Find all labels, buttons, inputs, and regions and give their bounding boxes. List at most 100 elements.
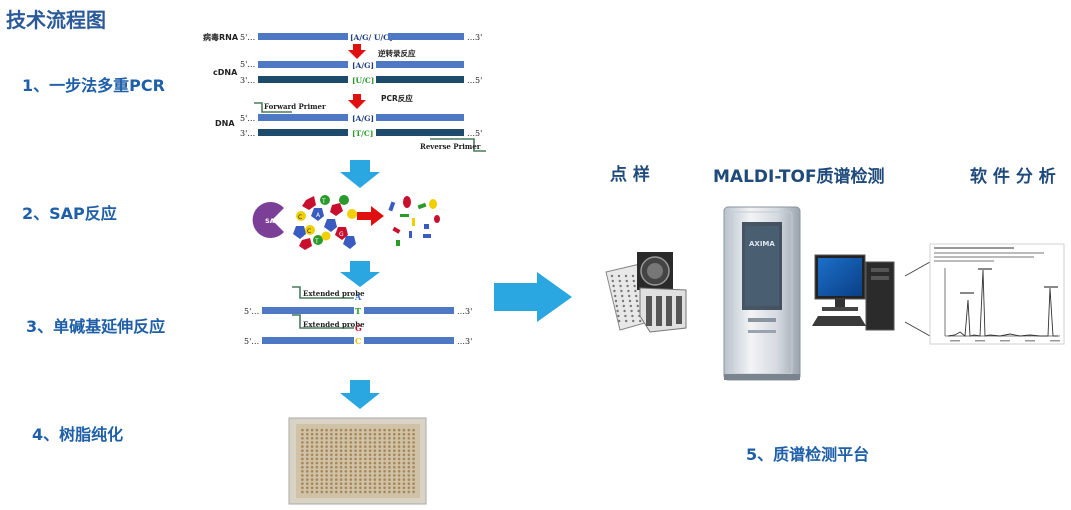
resin-well [373,445,377,448]
resin-well [383,453,386,457]
svg-text:G: G [339,231,344,238]
resin-well [349,490,353,494]
resin-well [325,486,328,490]
resin-well [354,449,357,453]
resin-well [378,445,382,448]
cdna-site-bottom: [U/C] [352,76,374,85]
resin-well-grid [301,428,415,494]
resin-well [306,428,309,432]
resin-well [330,437,333,440]
step-2-label: 2、SAP反应 [22,204,117,223]
dna-5prime-end: …5' [467,129,482,138]
pcr-schematic: 病毒RNA 5'… [A/G/ U/C] …3' 逆转录反应 cDNA 5'… … [203,32,486,152]
cdna-3prime: 3'… [240,76,255,85]
resin-well [306,490,309,494]
resin-well [407,449,411,453]
resin-well [320,474,324,477]
rna-site: [A/G/ U/C] [350,33,393,42]
resin-well [412,465,415,469]
resin-well [335,486,338,490]
resin-well [412,461,415,465]
resin-well [402,449,406,453]
resin-well [339,474,343,477]
resin-well [349,428,353,432]
chip-spot [616,309,619,313]
resin-well [330,432,333,436]
resin-well [335,474,338,477]
page-title: 技术流程图 [6,8,106,32]
extension-schematic: Extended probe A 5'… T …3' Extended prob… [244,286,472,346]
resin-well [388,470,391,473]
resin-well [354,490,357,494]
resin-well [315,441,319,444]
chip-spot [611,279,614,283]
resin-well [388,461,391,465]
resin-well [368,461,372,465]
resin-well [320,461,324,465]
resin-well [315,474,319,477]
resin-well [335,432,338,436]
dna-5prime: 5'… [240,114,255,123]
dna-strand-bottom-right [376,129,464,136]
resin-well [330,453,333,457]
resin-well [320,490,324,494]
resin-well [315,445,319,448]
resin-well [397,453,401,457]
resin-well [402,445,406,448]
resin-well [344,490,348,494]
resin-well [301,486,304,490]
resin-well [349,461,353,465]
sap-schematic: SAP T C A C T G [252,195,440,250]
resin-well [320,457,324,461]
rna-strand-right [388,33,464,40]
rna-5prime: 5'… [240,33,255,42]
resin-well [339,482,343,486]
resin-well [310,428,314,432]
resin-well [310,474,314,477]
resin-well [368,470,372,473]
resin-well [306,437,309,440]
resin-well [393,432,396,436]
svg-text:C: C [307,228,311,235]
spotting-image [605,252,687,333]
down-arrow-icon-3 [340,380,380,409]
resin-well [335,428,338,432]
resin-well [402,461,406,465]
resin-well [412,445,415,448]
resin-well [407,465,411,469]
extension-base-t: T [355,306,361,316]
resin-well [335,461,338,465]
dna-site-top: [A/G] [352,114,374,123]
chip-spot [624,314,627,318]
resin-well [402,465,406,469]
resin-well [354,482,357,486]
resin-well [344,428,348,432]
resin-well [330,490,333,494]
resin-well [383,437,386,440]
resin-well [335,445,338,448]
resin-well [315,470,319,473]
resin-well [364,474,367,477]
svg-text:A: A [316,212,321,219]
resin-well [412,457,415,461]
cdna-site-top: [A/G] [352,61,374,70]
resin-well [354,428,357,432]
resin-well [325,482,328,486]
resin-well [320,482,324,486]
resin-well [397,490,401,494]
maldi-instrument-image: AXIMA [723,206,801,381]
resin-well [383,478,386,481]
resin-well [359,453,362,457]
resin-well [368,486,372,490]
resin-well [320,478,324,481]
resin-well [310,449,314,453]
sap-enzyme-icon [252,202,284,238]
resin-well [393,449,396,453]
resin-well [378,457,382,461]
chip-spot [630,309,633,313]
extension-base-g: G [355,323,362,333]
resin-well [301,453,304,457]
resin-well [412,428,415,432]
resin-well [315,437,319,440]
